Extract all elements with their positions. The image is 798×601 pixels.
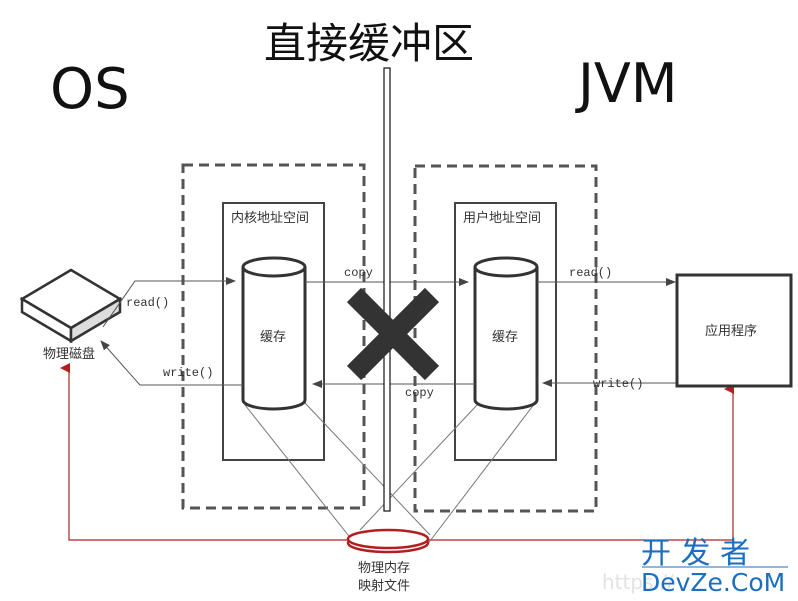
disk-icon bbox=[19, 268, 123, 344]
application-label: 应用程序 bbox=[705, 323, 757, 339]
mmap-label-line2: 映射文件 bbox=[358, 578, 410, 594]
app-write-label: write() bbox=[593, 377, 643, 391]
app-read-label: read() bbox=[569, 266, 612, 280]
disk-write-arrow bbox=[100, 340, 243, 386]
watermark: https:// 开 发 者 DevZe.CoM bbox=[602, 536, 788, 597]
mmap-to-app-line bbox=[428, 384, 734, 541]
copy-to-kernel-label: copy bbox=[405, 386, 434, 400]
jvm-label: JVM bbox=[575, 52, 677, 115]
watermark-url: https:// bbox=[602, 570, 674, 594]
jvm-user-container bbox=[413, 164, 598, 513]
kernel-cache-label: 缓存 bbox=[260, 330, 286, 345]
direct-buffer-bar bbox=[383, 67, 391, 512]
mmap-connection bbox=[60, 363, 734, 541]
user-space-label: 用户地址空间 bbox=[463, 210, 541, 226]
disk-write-label: write() bbox=[163, 366, 213, 380]
application-box bbox=[675, 273, 793, 388]
kernel-cache-cylinder bbox=[241, 256, 307, 411]
mmap-label-line1: 物理内存 bbox=[358, 560, 410, 576]
watermark-en: DevZe.CoM bbox=[641, 568, 785, 597]
mmap-ellipse-icon bbox=[346, 528, 430, 554]
direct-buffer-title: 直接缓冲区 bbox=[264, 19, 474, 68]
os-label: OS bbox=[50, 57, 130, 122]
watermark-cn: 开 发 者 bbox=[641, 536, 750, 571]
user-cache-cylinder bbox=[473, 256, 539, 411]
user-cache-label: 缓存 bbox=[492, 330, 518, 345]
disk-read-label: read() bbox=[126, 296, 169, 310]
os-kernel-container bbox=[181, 163, 366, 510]
kernel-space-label: 内核地址空间 bbox=[231, 210, 309, 226]
disk-label: 物理磁盘 bbox=[43, 346, 95, 362]
copy-to-user-label: copy bbox=[344, 266, 373, 280]
disk-read-arrow bbox=[102, 277, 236, 328]
projection-lines bbox=[244, 402, 536, 546]
mmap-to-disk-line bbox=[60, 363, 348, 541]
blocked-cross-icon bbox=[346, 287, 440, 381]
